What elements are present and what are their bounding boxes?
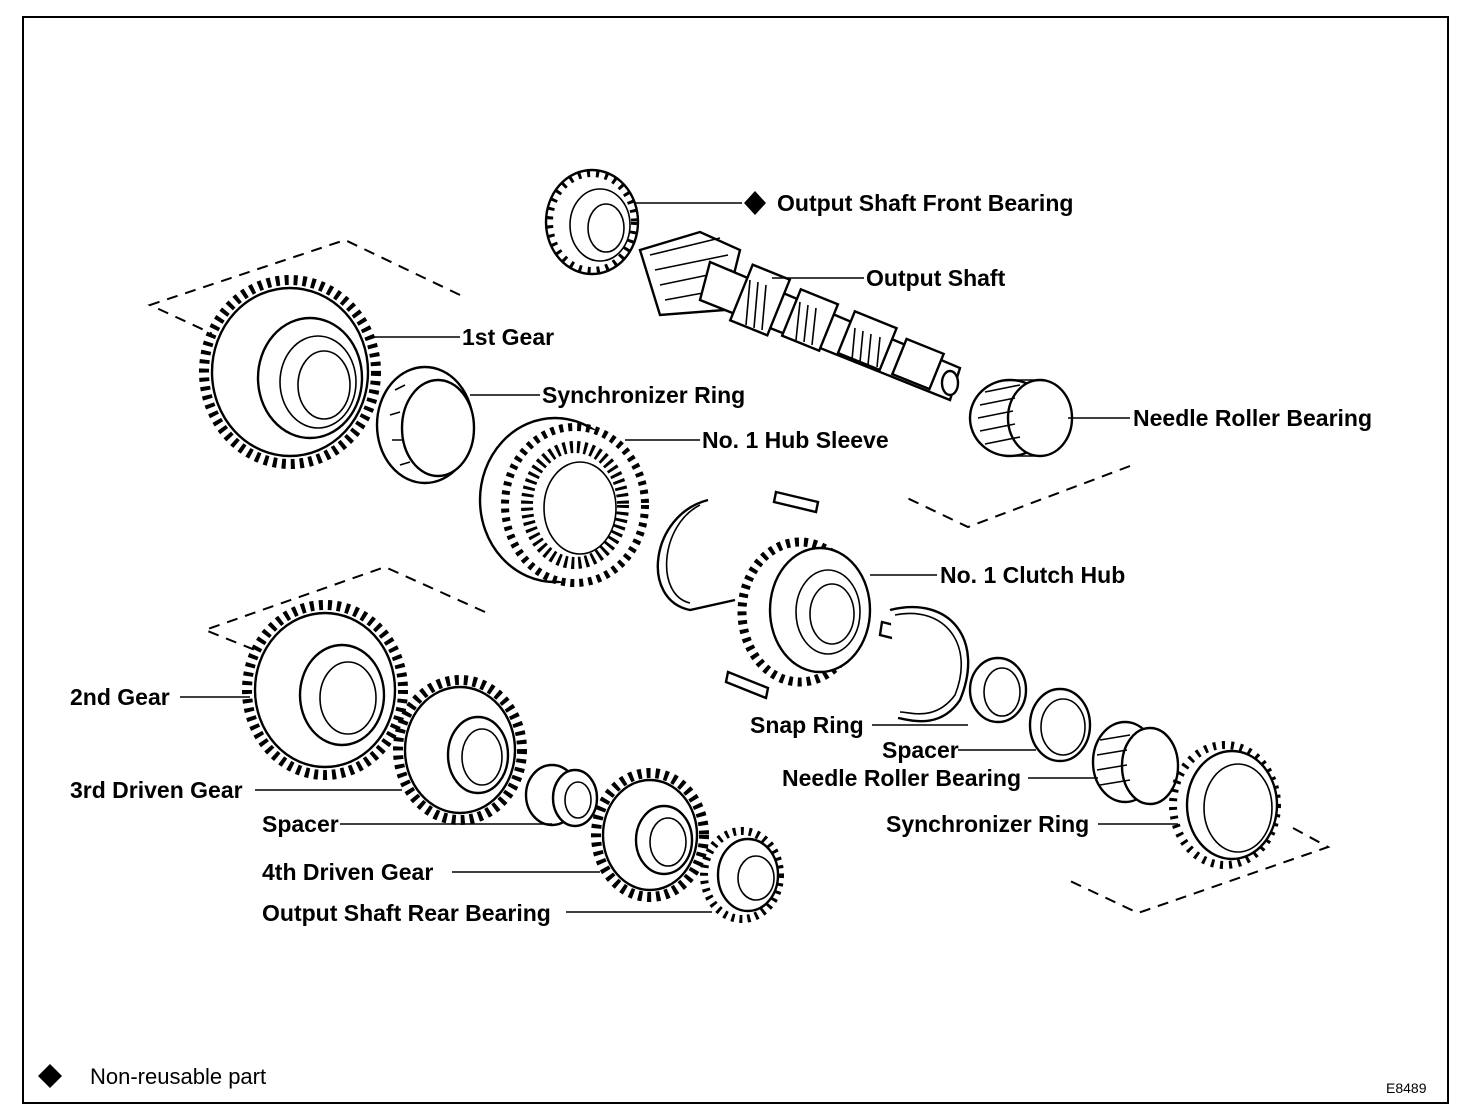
- legend-text: Non-reusable part: [90, 1064, 266, 1089]
- second-gear-part: [242, 600, 408, 780]
- snap-ring-right-part: [889, 605, 970, 723]
- figure-code: E8489: [1386, 1080, 1427, 1096]
- third-driven-gear-part: [393, 675, 527, 825]
- label-synchronizer-ring-upper: Synchronizer Ring: [542, 382, 745, 408]
- hub-sleeve-part: [478, 416, 649, 587]
- synchronizer-ring-lower-part: [1169, 741, 1281, 869]
- label-snap-ring: Snap Ring: [750, 712, 864, 738]
- label-output-shaft-rear-bearing: Output Shaft Rear Bearing: [262, 900, 551, 926]
- synchronizer-ring-upper-part: [375, 365, 476, 485]
- output-shaft-part: [638, 230, 962, 402]
- label-first-gear: 1st Gear: [462, 324, 554, 350]
- label-synchronizer-ring-lower: Synchronizer Ring: [886, 811, 1089, 837]
- needle-roller-bearing-top-part: [968, 378, 1074, 458]
- needle-roller-bearing-lower-part: [1091, 720, 1180, 806]
- output-shaft-rear-bearing-part: [700, 827, 784, 923]
- first-gear-part: [199, 275, 381, 469]
- leader-lines: [180, 202, 1178, 913]
- label-hub-sleeve: No. 1 Hub Sleeve: [702, 427, 889, 453]
- label-fourth-driven-gear: 4th Driven Gear: [262, 859, 433, 885]
- label-needle-roller-bearing-upper: Needle Roller Bearing: [1133, 405, 1372, 431]
- diamond-icon: [38, 1064, 62, 1088]
- spacer-right-part: [1028, 687, 1092, 763]
- spacer-lower-part: [524, 763, 599, 828]
- non-reusable-mark: [744, 191, 766, 215]
- label-output-shaft: Output Shaft: [866, 265, 1006, 291]
- diamond-icon: [744, 191, 766, 215]
- legend: Non-reusable part: [38, 1064, 266, 1089]
- label-second-gear: 2nd Gear: [70, 684, 170, 710]
- label-third-driven-gear: 3rd Driven Gear: [70, 777, 243, 803]
- label-spacer-lower: Spacer: [262, 811, 339, 837]
- snap-ring-left-part: [656, 498, 736, 612]
- label-spacer-right: Spacer: [882, 737, 959, 763]
- clutch-hub-part: [737, 537, 872, 687]
- fourth-driven-gear-part: [591, 768, 709, 902]
- figure-frame: [22, 16, 1449, 1104]
- snap-ring-small-part: [968, 656, 1028, 724]
- output-shaft-front-bearing-part: [544, 168, 640, 276]
- guide-planes: [147, 238, 1331, 915]
- label-needle-roller-bearing-lower: Needle Roller Bearing: [782, 765, 1021, 791]
- label-output-shaft-front-bearing: Output Shaft Front Bearing: [777, 190, 1073, 216]
- label-clutch-hub: No. 1 Clutch Hub: [940, 562, 1125, 588]
